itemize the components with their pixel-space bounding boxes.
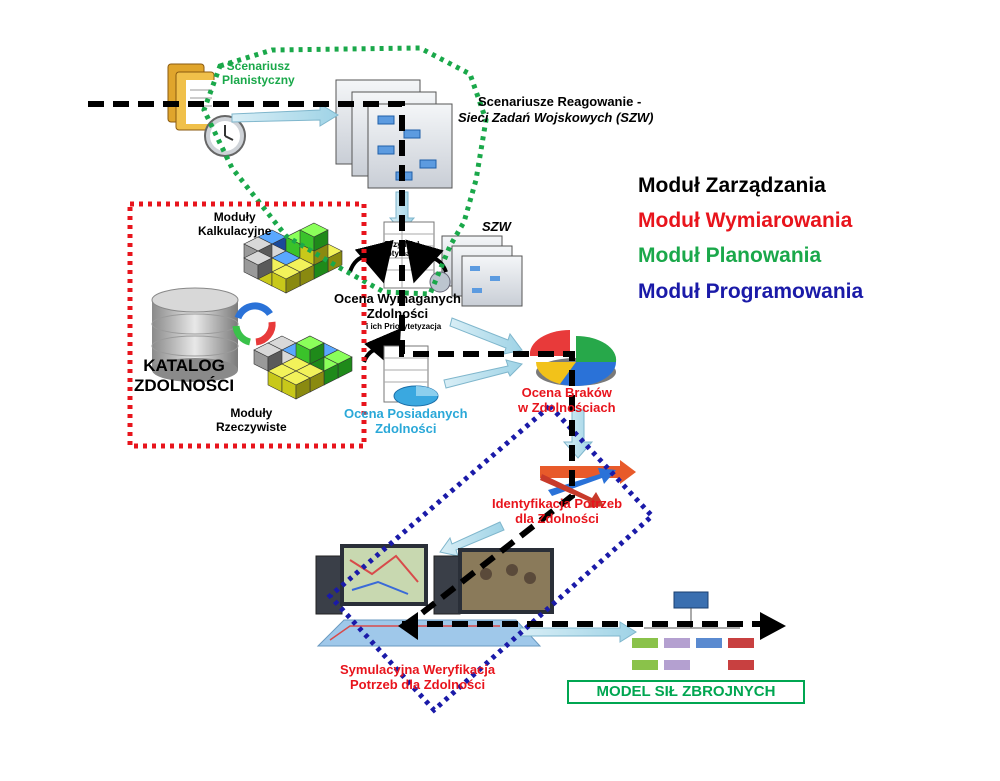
- label-prioritization: i ich Priorytetyzacja: [366, 322, 442, 331]
- current-capabilities-icon: [383, 345, 439, 407]
- label-needs-identification: Identyfikacja Potrzeb dla Zdolności: [492, 496, 623, 526]
- label-szw: SZW: [482, 219, 511, 234]
- label-optimal-allocation: Przydział optymalny: [382, 240, 423, 259]
- management-module-lines: [88, 101, 760, 627]
- simulation-computers-icon: [315, 544, 554, 647]
- sizing-module-outline: [127, 201, 367, 449]
- needs-identification-arrows-icon: [540, 460, 636, 508]
- label-real-modules: Moduły Rzeczywiste: [216, 406, 287, 434]
- real-modules-cubes-icon: [253, 335, 353, 400]
- capability-catalog-database-icon: [151, 287, 239, 382]
- label-current-capabilities: Ocena Posiadanych Zdolności: [344, 406, 468, 436]
- label-simulation-verification: Symulacyjna Weryfikacja Potrzeb dla Zdol…: [340, 662, 496, 692]
- label-planning-scenario: Scenariusz Planistyczny: [222, 59, 295, 87]
- management-arrowhead-left: [398, 612, 418, 640]
- cycle-arrows-icon: [232, 302, 276, 346]
- legend-item-programming: Moduł Programowania: [638, 280, 864, 303]
- force-model-label: MODEL SIŁ ZBROJNYCH: [567, 680, 805, 704]
- label-response-scenarios-line2: Sieci Zadań Wojskowych (SZW): [458, 110, 654, 125]
- szw-screens-small-icon: [441, 235, 523, 307]
- management-arrowhead: [760, 612, 786, 640]
- legend-item-management: Moduł Zarządzania: [638, 174, 826, 197]
- label-response-scenarios-line1: Scenariusze Reagowanie -: [478, 94, 642, 109]
- label-capability-catalog: KATALOG ZDOLNOŚCI: [134, 356, 235, 395]
- programming-module-outline: [326, 402, 656, 714]
- legend-item-sizing: Moduł Wymiarowania: [638, 209, 853, 232]
- legend-item-planning: Moduł Planowania: [638, 244, 822, 267]
- label-required-capabilities: Ocena Wymaganych Zdolności: [334, 291, 461, 321]
- capability-gap-pie-icon: [529, 329, 617, 387]
- label-calculation-modules: Moduły Kalkulacyjne: [198, 210, 272, 238]
- label-capability-gaps: Ocena Braków w Zdolnościach: [518, 385, 616, 415]
- calculation-modules-cubes-icon: [243, 222, 343, 294]
- force-structure-org-chart-icon: [632, 591, 754, 670]
- szw-screens-top-icon: [335, 79, 453, 189]
